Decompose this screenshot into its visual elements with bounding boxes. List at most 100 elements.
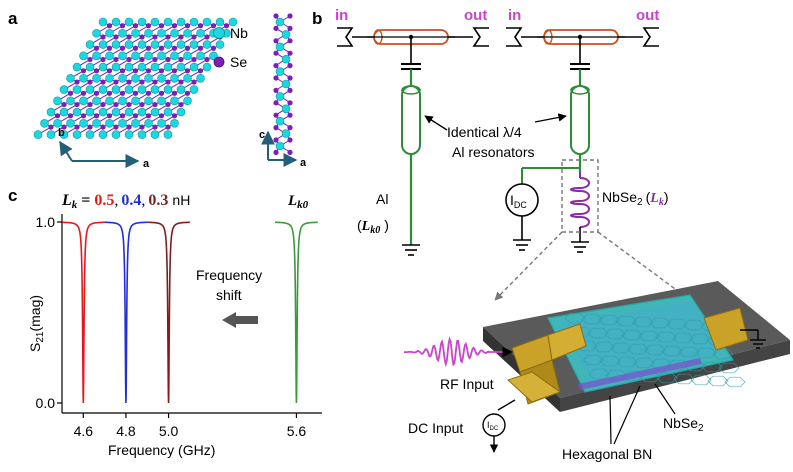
se-atom xyxy=(287,75,293,81)
se-atom xyxy=(67,113,74,119)
svg-text:IDC: IDC xyxy=(487,420,499,432)
se-atom xyxy=(158,45,165,51)
se-atom xyxy=(48,124,54,130)
nb-atom xyxy=(79,74,88,83)
nb-atom xyxy=(215,17,225,27)
nb-atom xyxy=(92,74,101,83)
nb-atom xyxy=(79,51,88,61)
se-atom xyxy=(61,101,67,108)
nb-atom xyxy=(281,79,291,89)
nb-atom xyxy=(72,62,82,72)
se-atom xyxy=(106,90,113,96)
se-atom xyxy=(74,79,80,85)
nb-atom xyxy=(111,17,121,27)
se-atom xyxy=(273,75,279,81)
se-atom xyxy=(74,124,80,130)
se-atom xyxy=(113,79,119,85)
nb-atom xyxy=(163,85,173,94)
nb-atom xyxy=(59,85,69,94)
se-atom xyxy=(197,45,204,51)
se-atom xyxy=(61,124,67,130)
se-atom xyxy=(152,124,158,130)
lattice-top-view xyxy=(33,17,238,139)
se-atom xyxy=(184,45,191,51)
nbse2-inductor xyxy=(570,177,590,228)
nb-atom xyxy=(98,130,108,139)
se-atom xyxy=(74,101,80,108)
se-atom xyxy=(126,56,132,63)
nb-atom xyxy=(72,130,82,139)
nb-atom xyxy=(53,119,62,128)
series-0-line xyxy=(62,221,105,404)
nb-atom xyxy=(124,85,134,94)
se-atom xyxy=(132,113,139,119)
se-atom xyxy=(178,101,184,108)
series-3-line xyxy=(275,221,318,404)
nb-atom xyxy=(131,74,140,83)
se-atom xyxy=(100,34,106,40)
se-atom xyxy=(139,79,145,85)
nb-atom xyxy=(228,17,238,27)
se-atom xyxy=(93,90,100,96)
nb-atom xyxy=(196,28,205,38)
plot-series xyxy=(62,221,318,404)
nb-atom xyxy=(176,85,186,94)
nb-atom xyxy=(118,28,127,38)
nb-atom xyxy=(170,96,179,106)
se-atom xyxy=(126,101,132,108)
nb-atom xyxy=(189,17,199,27)
nb-atom xyxy=(144,51,153,61)
se-atom xyxy=(158,113,165,119)
se-atom xyxy=(165,124,171,130)
se-atom xyxy=(106,23,113,29)
se-atom xyxy=(145,90,152,96)
se-atom xyxy=(132,45,139,51)
nb-atom xyxy=(59,107,69,117)
se-atom xyxy=(273,13,279,19)
nbse2-device-label: NbSe2 xyxy=(663,415,704,434)
right-in-port xyxy=(506,27,523,47)
ground-pad xyxy=(703,307,749,351)
se-legend-label: Se xyxy=(230,54,247,70)
nb-atom xyxy=(124,62,134,72)
atom-legend: Nb Se xyxy=(213,25,248,70)
idc-sub: DC xyxy=(514,200,527,210)
right-out-label: out xyxy=(636,7,659,24)
panel-a-label: a xyxy=(8,9,18,28)
se-atom xyxy=(197,68,204,74)
nb-atom xyxy=(85,40,95,49)
se-atom xyxy=(273,25,279,31)
se-atom xyxy=(87,101,93,108)
nb-atom xyxy=(144,28,153,38)
se-atom xyxy=(184,90,191,96)
axis-b-label: b xyxy=(58,127,65,139)
nb-atom xyxy=(40,119,49,128)
se-atom xyxy=(184,23,191,29)
se-atom xyxy=(106,45,113,51)
x-tick-label: 4.6 xyxy=(74,423,94,439)
right-out-port xyxy=(642,27,659,47)
nb-atom xyxy=(66,96,75,106)
nb-atom xyxy=(150,107,160,117)
frequency-shift-arrow xyxy=(222,312,258,328)
se-atom xyxy=(145,23,152,29)
se-atom xyxy=(204,34,210,40)
nb-atom xyxy=(170,119,179,128)
se-atom xyxy=(152,34,158,40)
nb-atom xyxy=(176,17,186,27)
nb-atom xyxy=(189,62,199,72)
se-atom xyxy=(223,23,230,29)
nb-atom xyxy=(137,40,147,49)
nb-atom xyxy=(105,51,114,61)
nb-atom xyxy=(131,119,140,128)
resonator-caption-line1: Identical λ/4 xyxy=(447,124,522,140)
y-tick-label: 0.0 xyxy=(36,395,56,411)
nb-atom xyxy=(131,96,140,106)
se-atom xyxy=(171,113,178,119)
se-atom xyxy=(287,13,293,19)
lk0-label: (Lk0) xyxy=(357,217,389,236)
nb-atom xyxy=(137,107,147,117)
nb-atom xyxy=(157,74,166,83)
se-atom xyxy=(152,79,158,85)
